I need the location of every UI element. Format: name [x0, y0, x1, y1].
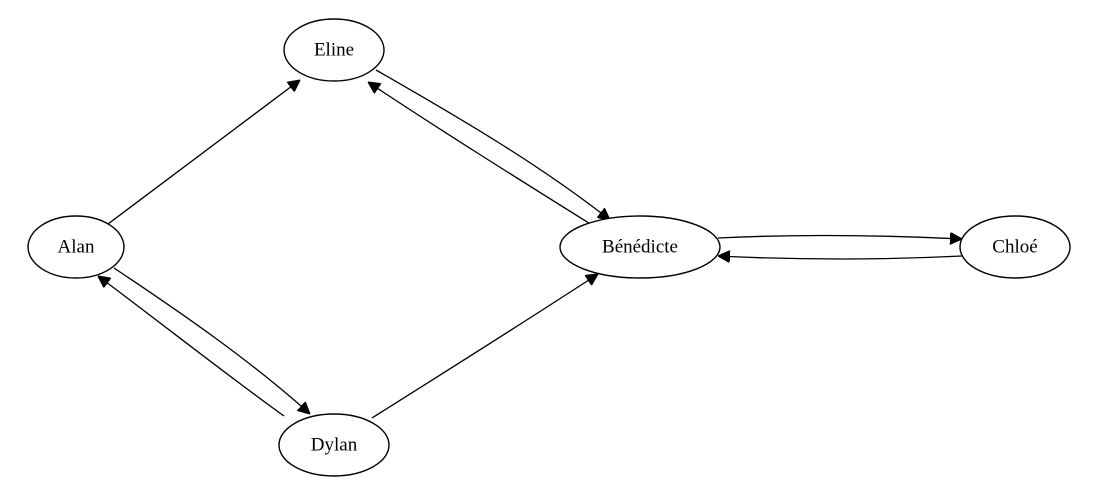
node-label-benedicte: Bénédicte: [602, 237, 678, 258]
node-label-dylan: Dylan: [311, 435, 358, 456]
nodes: Eline Alan Bénédicte Chloé Dylan: [27, 18, 1071, 477]
node-label-alan: Alan: [58, 237, 95, 258]
node-benedicte[interactable]: Bénédicte: [559, 215, 721, 279]
edge-dylan-to-alan: [98, 276, 285, 417]
edge-benedicte-to-chloe: [717, 235, 962, 239]
node-dylan[interactable]: Dylan: [278, 413, 390, 477]
node-eline[interactable]: Eline: [283, 18, 385, 82]
node-label-eline: Eline: [314, 40, 354, 61]
edge-benedicte-to-eline: [368, 82, 593, 226]
node-alan[interactable]: Alan: [27, 215, 125, 279]
edge-dylan-to-benedicte: [371, 274, 598, 419]
edge-alan-to-eline: [107, 80, 300, 225]
edge-eline-to-benedicte: [375, 69, 610, 220]
node-label-chloe: Chloé: [992, 237, 1037, 258]
node-chloe[interactable]: Chloé: [959, 215, 1071, 279]
edge-chloe-to-benedicte: [718, 256, 963, 259]
edges: [98, 69, 963, 419]
edge-alan-to-dylan: [113, 267, 310, 414]
